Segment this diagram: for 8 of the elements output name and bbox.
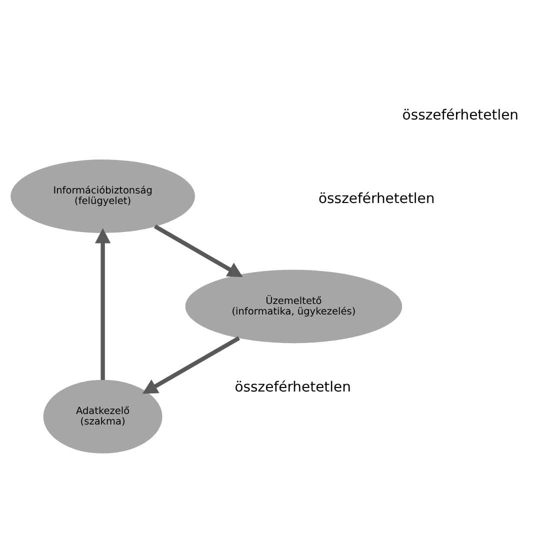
label: összeférhetetlen — [402, 106, 519, 123]
node-ellipse: Üzemeltető (informatika, ügykezelés) — [185, 269, 402, 343]
label: összeférhetetlen — [318, 190, 435, 207]
label: összeférhetetlen — [234, 379, 351, 396]
node-ellipse: Információbiztonság (felügyelet) — [10, 158, 195, 232]
arrow — [154, 224, 243, 277]
arrow — [142, 336, 240, 394]
arrow — [94, 228, 111, 380]
